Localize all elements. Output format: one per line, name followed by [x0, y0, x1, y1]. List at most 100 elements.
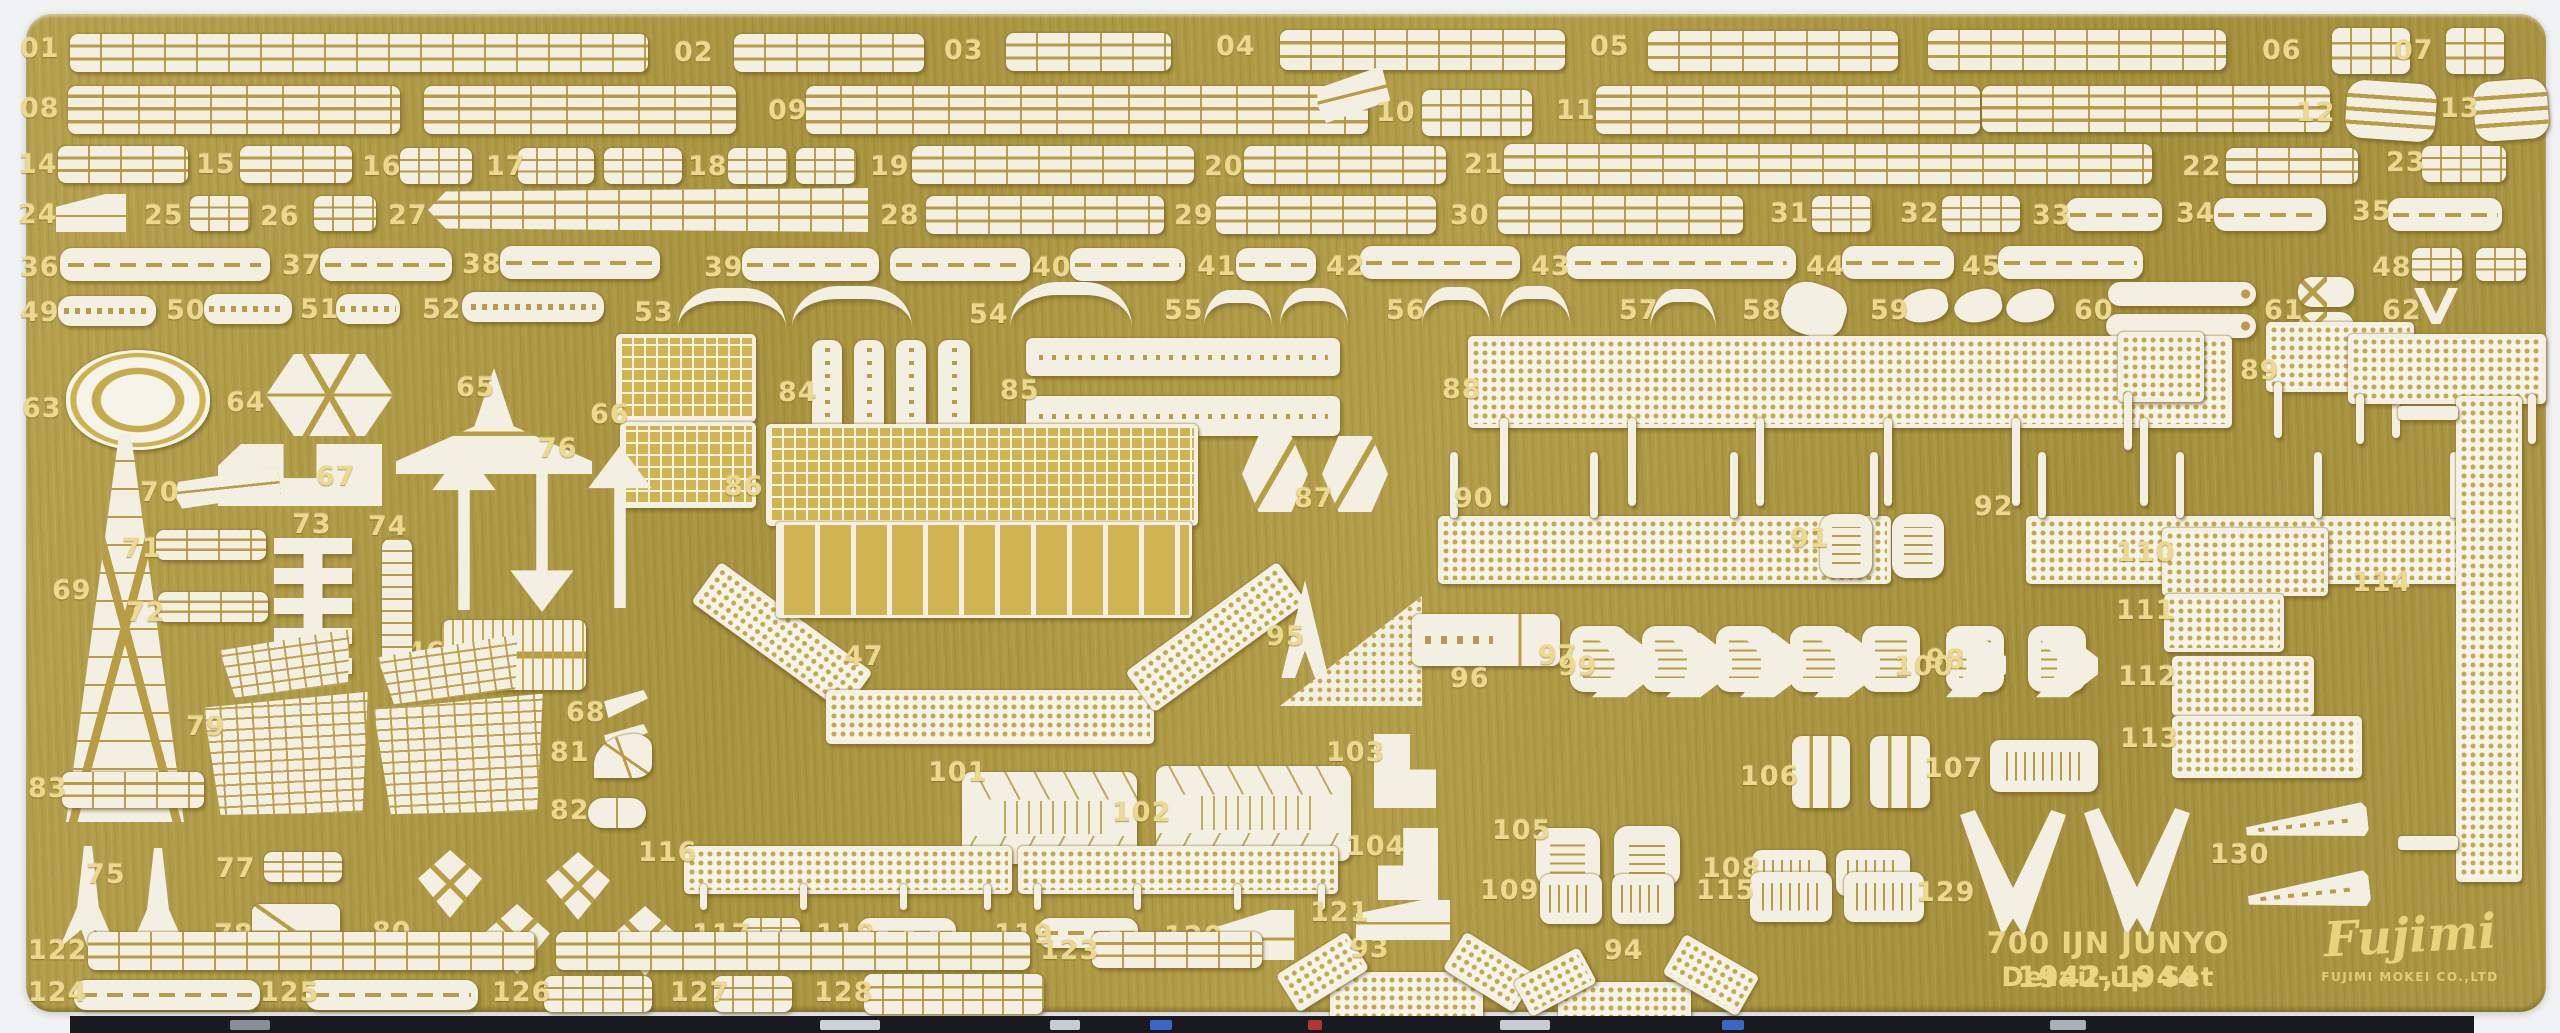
part-30-shape-1 [1498, 196, 1743, 234]
part-29-shape-1 [1216, 196, 1436, 234]
part-number-15: 15 [196, 149, 236, 180]
part-89-shape-7 [2356, 394, 2364, 444]
part-number-40: 40 [1032, 252, 1072, 283]
part-40-shape-1 [1070, 248, 1185, 281]
part-114-shape-1 [2456, 396, 2522, 882]
part-90-shape-1 [1438, 516, 1891, 584]
part-11-shape-2 [1982, 86, 2330, 132]
part-number-76: 76 [538, 433, 578, 464]
part-number-86: 86 [724, 471, 764, 502]
part-77-shape-1 [264, 852, 342, 882]
part-116-shape-9 [1234, 884, 1241, 910]
part-number-62: 62 [2382, 295, 2422, 326]
part-number-07: 07 [2394, 35, 2434, 66]
part-number-50: 50 [166, 295, 206, 326]
part-83-shape-1 [62, 772, 204, 808]
part-number-70: 70 [140, 477, 180, 508]
part-number-30: 30 [1450, 200, 1490, 231]
part-15-shape-1 [240, 146, 352, 183]
part-42-shape-1 [1360, 246, 1520, 279]
part-number-04: 04 [1216, 31, 1256, 62]
part-36-shape-1 [60, 248, 270, 281]
adjacent-sheet-detail-5 [1308, 1020, 1322, 1030]
set-title-line1: 700 IJN JUNYO 1942,1944 [1986, 926, 2230, 994]
part-71-shape-1 [156, 530, 266, 560]
part-number-123: 123 [1040, 935, 1100, 966]
part-57-shape-1 [1650, 289, 1716, 342]
part-number-25: 25 [144, 200, 184, 231]
part-48-shape-1 [2412, 248, 2462, 281]
part-116-shape-7 [1034, 884, 1041, 910]
part-number-107: 107 [1924, 753, 1984, 784]
part-number-29: 29 [1174, 200, 1214, 231]
part-number-99: 99 [1558, 651, 1598, 682]
part-114-shape-3 [2398, 836, 2458, 850]
part-number-08: 08 [20, 93, 60, 124]
part-21-shape-1 [1504, 144, 2152, 184]
part-number-31: 31 [1770, 198, 1810, 229]
part-number-12: 12 [2296, 97, 2336, 128]
part-05-shape-1 [1648, 31, 1898, 71]
part-number-83: 83 [28, 773, 68, 804]
part-number-113: 113 [2120, 723, 2180, 754]
part-number-63: 63 [22, 393, 62, 424]
part-113-shape-1 [2172, 716, 2362, 778]
part-102-shape-1 [1156, 766, 1351, 861]
part-34-shape-1 [2214, 198, 2326, 231]
adjacent-sheet-edge [70, 1016, 2474, 1033]
part-33-shape-1 [2066, 198, 2162, 231]
part-125-shape-1 [306, 980, 478, 1010]
part-18-shape-2 [796, 148, 856, 184]
part-90-shape-2 [1450, 452, 1458, 518]
adjacent-sheet-detail-1 [230, 1020, 270, 1030]
part-number-10: 10 [1376, 97, 1416, 128]
part-126-shape-1 [544, 976, 652, 1012]
part-number-87: 87 [1294, 483, 1334, 514]
part-number-54: 54 [969, 299, 1009, 330]
part-49-shape-1 [58, 296, 156, 326]
part-88-shape-1 [1468, 336, 2232, 428]
part-number-94: 94 [1604, 935, 1644, 966]
part-number-127: 127 [670, 977, 730, 1008]
part-114-shape-2 [2398, 406, 2458, 420]
part-35-shape-1 [2388, 198, 2502, 231]
part-26-shape-1 [314, 196, 376, 231]
part-44-shape-1 [1842, 246, 1954, 279]
part-115-shape-1 [1750, 872, 1832, 922]
part-109-shape-1 [1540, 874, 1602, 924]
part-number-42: 42 [1326, 251, 1366, 282]
part-18-shape-1 [728, 148, 788, 184]
part-number-05: 05 [1590, 31, 1630, 62]
part-51-shape-1 [336, 294, 400, 324]
adjacent-sheet-detail-3 [1050, 1020, 1080, 1030]
part-number-60: 60 [2074, 295, 2114, 326]
part-number-71: 71 [122, 533, 162, 564]
company-name: FUJIMI MOKEI CO.,LTD [2321, 970, 2499, 984]
part-number-41: 41 [1197, 251, 1237, 282]
part-79-shape-2 [373, 694, 549, 820]
part-74-shape-1 [382, 538, 412, 670]
part-109-shape-2 [1612, 874, 1674, 924]
part-89-shape-1 [2118, 332, 2204, 402]
part-number-68: 68 [566, 697, 606, 728]
part-number-85: 85 [1000, 375, 1040, 406]
part-number-20: 20 [1204, 151, 1244, 182]
part-number-122: 122 [28, 935, 88, 966]
part-39-shape-1 [742, 248, 879, 281]
part-106-shape-2 [1870, 736, 1930, 808]
part-number-72: 72 [126, 597, 166, 628]
part-66-shape-2 [620, 422, 756, 508]
part-number-67: 67 [316, 461, 356, 492]
part-number-01: 01 [20, 33, 60, 64]
part-number-03: 03 [944, 35, 984, 66]
part-47-shape-2 [826, 690, 1154, 744]
part-53-shape-1 [678, 288, 786, 339]
part-08-shape-2 [424, 86, 736, 134]
part-115-shape-2 [1844, 872, 1924, 922]
part-number-59: 59 [1870, 295, 1910, 326]
adjacent-sheet-detail-8 [2050, 1020, 2086, 1030]
part-number-101: 101 [928, 757, 988, 788]
part-82-shape-1 [588, 798, 646, 828]
part-93-shape-1 [1330, 972, 1483, 1022]
